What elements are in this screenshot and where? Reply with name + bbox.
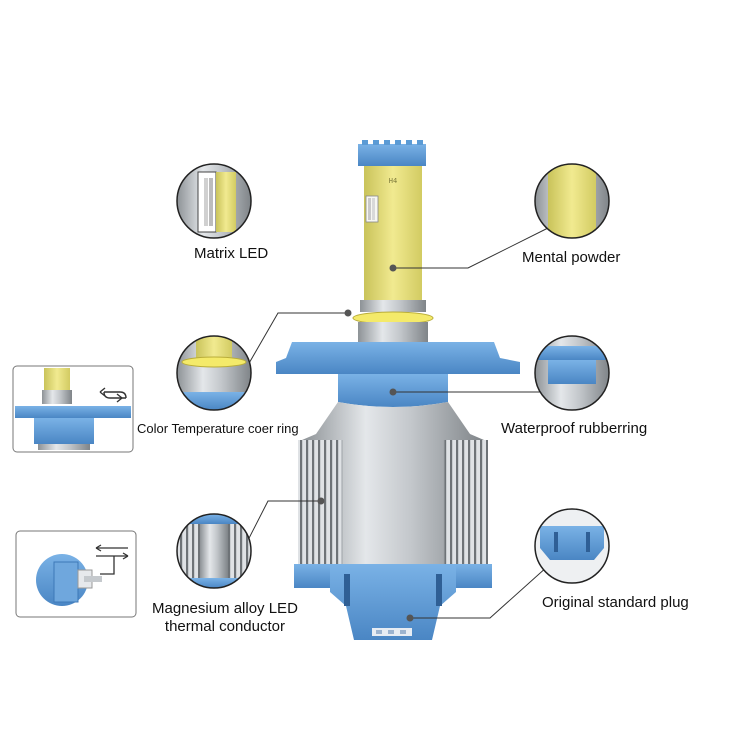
chip-stamp: H4 [389,177,397,185]
zoom-circle-magnesium [176,513,252,589]
blue-mounting-flange [276,342,520,374]
cooling-fins-right [444,440,488,566]
zoom-circle-plug [534,508,610,584]
bulb-neck [360,300,426,312]
standard-plug [330,564,456,640]
line-color-ring [247,312,348,366]
line-magnesium [243,500,321,549]
bulb-top-cap [358,144,426,166]
led-chip-board [364,166,422,300]
label-color-temperature-ring: Color Temperature coer ring [137,421,299,436]
label-magnesium-conductor: Magnesium alloy LED thermal conductor [152,600,298,635]
rotate-arrows-icon [99,387,127,403]
label-standard-plug: Original standard plug [542,594,689,611]
label-matrix-led: Matrix LED [194,245,269,262]
zoom-circle-color-ring [176,335,252,411]
inset-box-insertion [15,530,137,618]
line-plug [410,565,549,619]
insert-arrows-icon [95,544,129,575]
zoom-circle-rubber-ring [534,335,610,411]
callout-lines [243,227,549,622]
line-mental-powder [393,227,549,269]
zoom-circle-mental-powder [534,163,610,239]
label-mental-powder: Mental powder [522,249,621,266]
label-waterproof-ring: Waterproof rubberring [501,420,648,437]
heat-sink-body [302,402,484,568]
led-bulb: H4 [276,140,520,640]
zoom-circle-matrix-led [176,163,252,239]
inset-box-rotation [12,365,134,453]
